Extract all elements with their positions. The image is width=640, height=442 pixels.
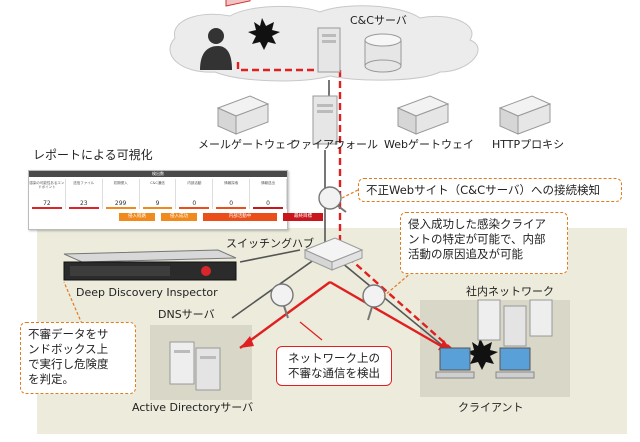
report-column-head: 感染の可能性あるエンドポイント [29,181,65,189]
database-icon [364,33,402,73]
dns-server-label: DNSサーバ [158,308,215,321]
cc-server-icon [317,27,341,73]
report-column-value: 0 [192,200,197,207]
client-pc-icon [435,347,535,379]
report-column-value: 72 [43,200,51,207]
sandbox-line-4: を判定。 [28,372,74,386]
report-column-bar [179,207,210,209]
report-column-value: 23 [79,200,88,207]
ddi-label: Deep Discovery Inspector [76,286,218,299]
report-stage: 最終目標 [283,213,323,221]
report-header: 検出数 [29,171,287,177]
report-column-head: 内部活動 [187,181,202,185]
firewall-icon [312,95,338,145]
internal-network-label: 社内ネットワーク [466,285,554,298]
infected-client-line-3: 活動の原因追及が可能 [408,247,523,261]
report-column: 内部活動 0 [176,179,214,209]
report-column: 感染の可能性あるエンドポイント 72 [29,179,66,209]
report-column-bar [253,207,283,209]
dns-server-icon [169,341,221,391]
report-column-value: 0 [266,200,270,207]
report-column-value: 299 [114,200,127,207]
report-column-bar [32,207,62,209]
detection-arrows [239,280,449,352]
magnifier-dns-icon [270,283,294,319]
client-label: クライアント [458,401,524,414]
unauthorized-site-callout: 不正Webサイト（C&Cサーバ）への接続検知 [358,178,622,202]
internal-server-icon [477,299,553,347]
cc-server-label: C&Cサーバ [350,14,407,27]
report-column-head: 初期侵入 [113,181,128,185]
report-column: 情報探索 0 [213,179,251,209]
report-column-bar [142,207,173,209]
attacker-icon [200,0,251,70]
threat-burst-icon [248,18,280,50]
magnifier-firewall-icon [318,186,347,213]
report-column-value: 9 [155,200,160,207]
http-proxy-label: HTTPプロキシ [492,138,565,151]
mail-gateway-icon [216,95,270,135]
report-stage: 侵入成功 [161,213,197,221]
report-column: 初期侵入 299 [103,179,140,209]
unauthorized-site-text: 不正Webサイト（C&Cサーバ）への接続検知 [366,183,600,197]
suspicious-traffic-callout: ネットワーク上の 不審な通信を検出 [276,346,392,386]
arrow-head-dns [240,336,254,348]
cc-communication-path [236,62,342,250]
magnifier-client-icon [362,284,386,321]
client-communication-path [339,249,456,353]
active-directory-label: Active Directoryサーバ [132,401,254,414]
mail-gateway-label: メールゲートウェイ [198,138,297,151]
report-stage: 侵入経路 [119,213,155,221]
report-column: 送信ファイル 23 [66,179,103,209]
sandbox-callout: 不審データをサ ンドボックス上 で実行し危険度 を判定。 [20,322,136,394]
sandbox-line-1: 不審データをサ [28,327,109,341]
sandbox-line-2: ンドボックス上 [28,342,109,356]
switching-hub-label: スイッチングハブ [226,237,314,250]
callout-pointers [63,189,413,325]
report-stage: 内部活動中 [203,213,277,221]
suspicious-traffic-line-2: 不審な通信を検出 [288,366,380,380]
infected-client-line-1: 侵入成功した感染クライア [408,217,546,231]
infected-client-line-2: ントの特定が可能で、内部 [408,232,546,246]
report-column-head: C&C通信 [150,181,165,185]
report-column-bar [105,207,136,209]
report-column-head: 情報探索 [224,181,239,185]
client-threat-burst-icon [466,338,498,370]
firewall-label: ファイアウォール [290,138,378,151]
web-gateway-icon [396,95,450,135]
report-column: C&C通信 9 [140,179,177,209]
ddi-appliance-icon [63,249,237,281]
sandbox-line-3: で実行し危険度 [28,357,109,371]
infected-client-callout: 侵入成功した感染クライア ントの特定が可能で、内部 活動の原因追及が可能 [400,212,568,274]
report-column-value: 0 [229,200,234,207]
switching-hub-icon [303,237,364,271]
report-column-bar [68,207,99,209]
report-column-bar [216,207,247,209]
suspicious-traffic-line-1: ネットワーク上の [288,351,380,365]
http-proxy-icon [498,95,552,135]
report-column-head: 情報送出 [261,181,276,185]
report-title: レポートによる可視化 [33,148,153,162]
red-callout-pointer [299,321,323,341]
visualization-report: 検出数 感染の可能性あるエンドポイント 72 送信ファイル 23 初期侵入 299 C&C通… [28,170,323,230]
report-column: 情報送出 0 [250,179,287,209]
web-gateway-label: Webゲートウェイ [384,138,474,151]
report-column-head: 送信ファイル [73,181,95,185]
